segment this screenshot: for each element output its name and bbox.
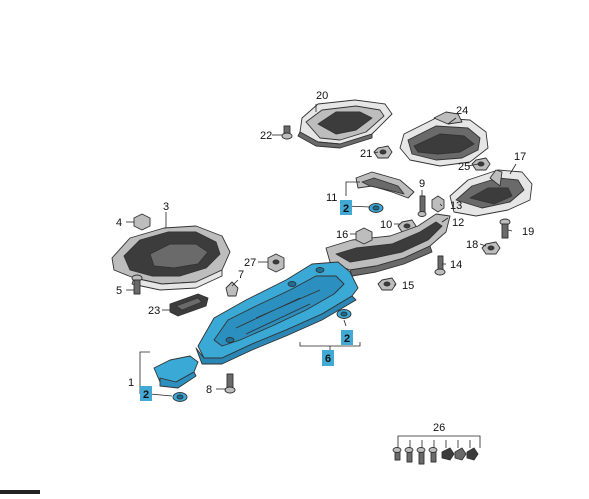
callout-22[interactable]: 22 bbox=[260, 130, 272, 142]
callout-27[interactable]: 27 bbox=[244, 257, 256, 269]
nut-2-lower[interactable] bbox=[172, 392, 188, 402]
svg-text:21: 21 bbox=[360, 148, 372, 160]
callout-5[interactable]: 5 bbox=[116, 285, 122, 297]
nut-15[interactable] bbox=[377, 277, 397, 291]
bolt-14[interactable] bbox=[434, 255, 446, 276]
svg-text:18: 18 bbox=[466, 239, 478, 251]
svg-text:6: 6 bbox=[325, 353, 331, 365]
callout-25[interactable]: 25 bbox=[458, 161, 470, 173]
svg-text:4: 4 bbox=[116, 217, 122, 229]
callout-12[interactable]: 12 bbox=[452, 217, 464, 229]
clip-16[interactable] bbox=[355, 227, 373, 245]
svg-text:20: 20 bbox=[316, 90, 328, 102]
svg-text:26: 26 bbox=[433, 422, 445, 434]
bolt-8[interactable] bbox=[224, 373, 236, 394]
svg-text:2: 2 bbox=[143, 389, 149, 401]
callout-19[interactable]: 19 bbox=[522, 226, 534, 238]
svg-text:23: 23 bbox=[148, 305, 160, 317]
callout-9[interactable]: 9 bbox=[419, 178, 425, 190]
svg-text:9: 9 bbox=[419, 178, 425, 190]
part-12-side-shield[interactable] bbox=[325, 213, 451, 277]
nut-2-center[interactable] bbox=[368, 203, 384, 213]
part-26-hardware-set[interactable] bbox=[392, 435, 481, 465]
callout-2-floor[interactable]: 2 bbox=[341, 330, 353, 345]
clip-4[interactable] bbox=[133, 213, 151, 231]
callout-13[interactable]: 13 bbox=[450, 200, 462, 212]
part-11-bracket[interactable] bbox=[355, 171, 415, 199]
part-23-plate[interactable] bbox=[169, 293, 209, 317]
svg-text:3: 3 bbox=[163, 201, 169, 213]
callout-10[interactable]: 10 bbox=[380, 219, 392, 231]
leader-lines bbox=[126, 104, 517, 397]
callout-23[interactable]: 23 bbox=[148, 305, 160, 317]
clip-7[interactable] bbox=[225, 281, 239, 297]
callout-7[interactable]: 7 bbox=[238, 269, 244, 281]
clip-18[interactable] bbox=[481, 241, 501, 255]
clip-25[interactable] bbox=[471, 157, 491, 171]
svg-text:2: 2 bbox=[344, 333, 350, 345]
svg-text:8: 8 bbox=[206, 384, 212, 396]
callout-17[interactable]: 17 bbox=[514, 151, 526, 163]
svg-text:7: 7 bbox=[238, 269, 244, 281]
callout-11[interactable]: 11 bbox=[326, 192, 337, 204]
callout-20[interactable]: 20 bbox=[316, 90, 328, 102]
part-24-shield[interactable] bbox=[399, 111, 489, 167]
callout-21[interactable]: 21 bbox=[360, 148, 372, 160]
svg-text:22: 22 bbox=[260, 130, 272, 142]
bolt-22[interactable] bbox=[281, 125, 293, 140]
part-1-bracket[interactable] bbox=[153, 355, 199, 389]
part-20-shield[interactable] bbox=[297, 99, 393, 149]
svg-text:16: 16 bbox=[336, 229, 348, 241]
callout-14[interactable]: 14 bbox=[450, 259, 462, 271]
callout-26[interactable]: 26 bbox=[433, 422, 445, 434]
nut-21[interactable] bbox=[373, 145, 393, 159]
svg-text:12: 12 bbox=[452, 217, 464, 229]
bolt-19[interactable] bbox=[499, 218, 511, 239]
part-3-front-shield[interactable] bbox=[111, 225, 231, 291]
svg-text:14: 14 bbox=[450, 259, 462, 271]
callout-1[interactable]: 1 bbox=[128, 377, 134, 389]
callout-8[interactable]: 8 bbox=[206, 384, 212, 396]
svg-text:25: 25 bbox=[458, 161, 470, 173]
svg-text:13: 13 bbox=[450, 200, 462, 212]
svg-text:1: 1 bbox=[128, 377, 134, 389]
svg-text:11: 11 bbox=[326, 192, 337, 204]
svg-text:27: 27 bbox=[244, 257, 256, 269]
nut-2-floor[interactable] bbox=[336, 309, 352, 319]
callout-4[interactable]: 4 bbox=[116, 217, 122, 229]
clip-13[interactable] bbox=[431, 195, 445, 213]
callout-15[interactable]: 15 bbox=[402, 280, 414, 292]
svg-text:19: 19 bbox=[522, 226, 534, 238]
svg-text:2: 2 bbox=[343, 203, 349, 215]
callout-2-center[interactable]: 2 bbox=[340, 200, 352, 215]
svg-text:10: 10 bbox=[380, 219, 392, 231]
part-6-floor-shield[interactable] bbox=[195, 261, 359, 365]
svg-text:5: 5 bbox=[116, 285, 122, 297]
part-17-shield[interactable] bbox=[449, 169, 533, 217]
clip-27[interactable] bbox=[267, 253, 285, 273]
callout-18[interactable]: 18 bbox=[466, 239, 478, 251]
svg-text:17: 17 bbox=[514, 151, 526, 163]
callout-6[interactable]: 6 bbox=[322, 350, 334, 366]
bolt-5[interactable] bbox=[131, 274, 143, 295]
callout-2-lower[interactable]: 2 bbox=[140, 386, 152, 401]
callout-3[interactable]: 3 bbox=[163, 201, 169, 213]
callout-16[interactable]: 16 bbox=[336, 229, 348, 241]
callout-24[interactable]: 24 bbox=[456, 105, 468, 117]
svg-text:24: 24 bbox=[456, 105, 468, 117]
corner-mark bbox=[0, 490, 40, 494]
svg-text:15: 15 bbox=[402, 280, 414, 292]
bolt-9[interactable] bbox=[417, 195, 427, 217]
